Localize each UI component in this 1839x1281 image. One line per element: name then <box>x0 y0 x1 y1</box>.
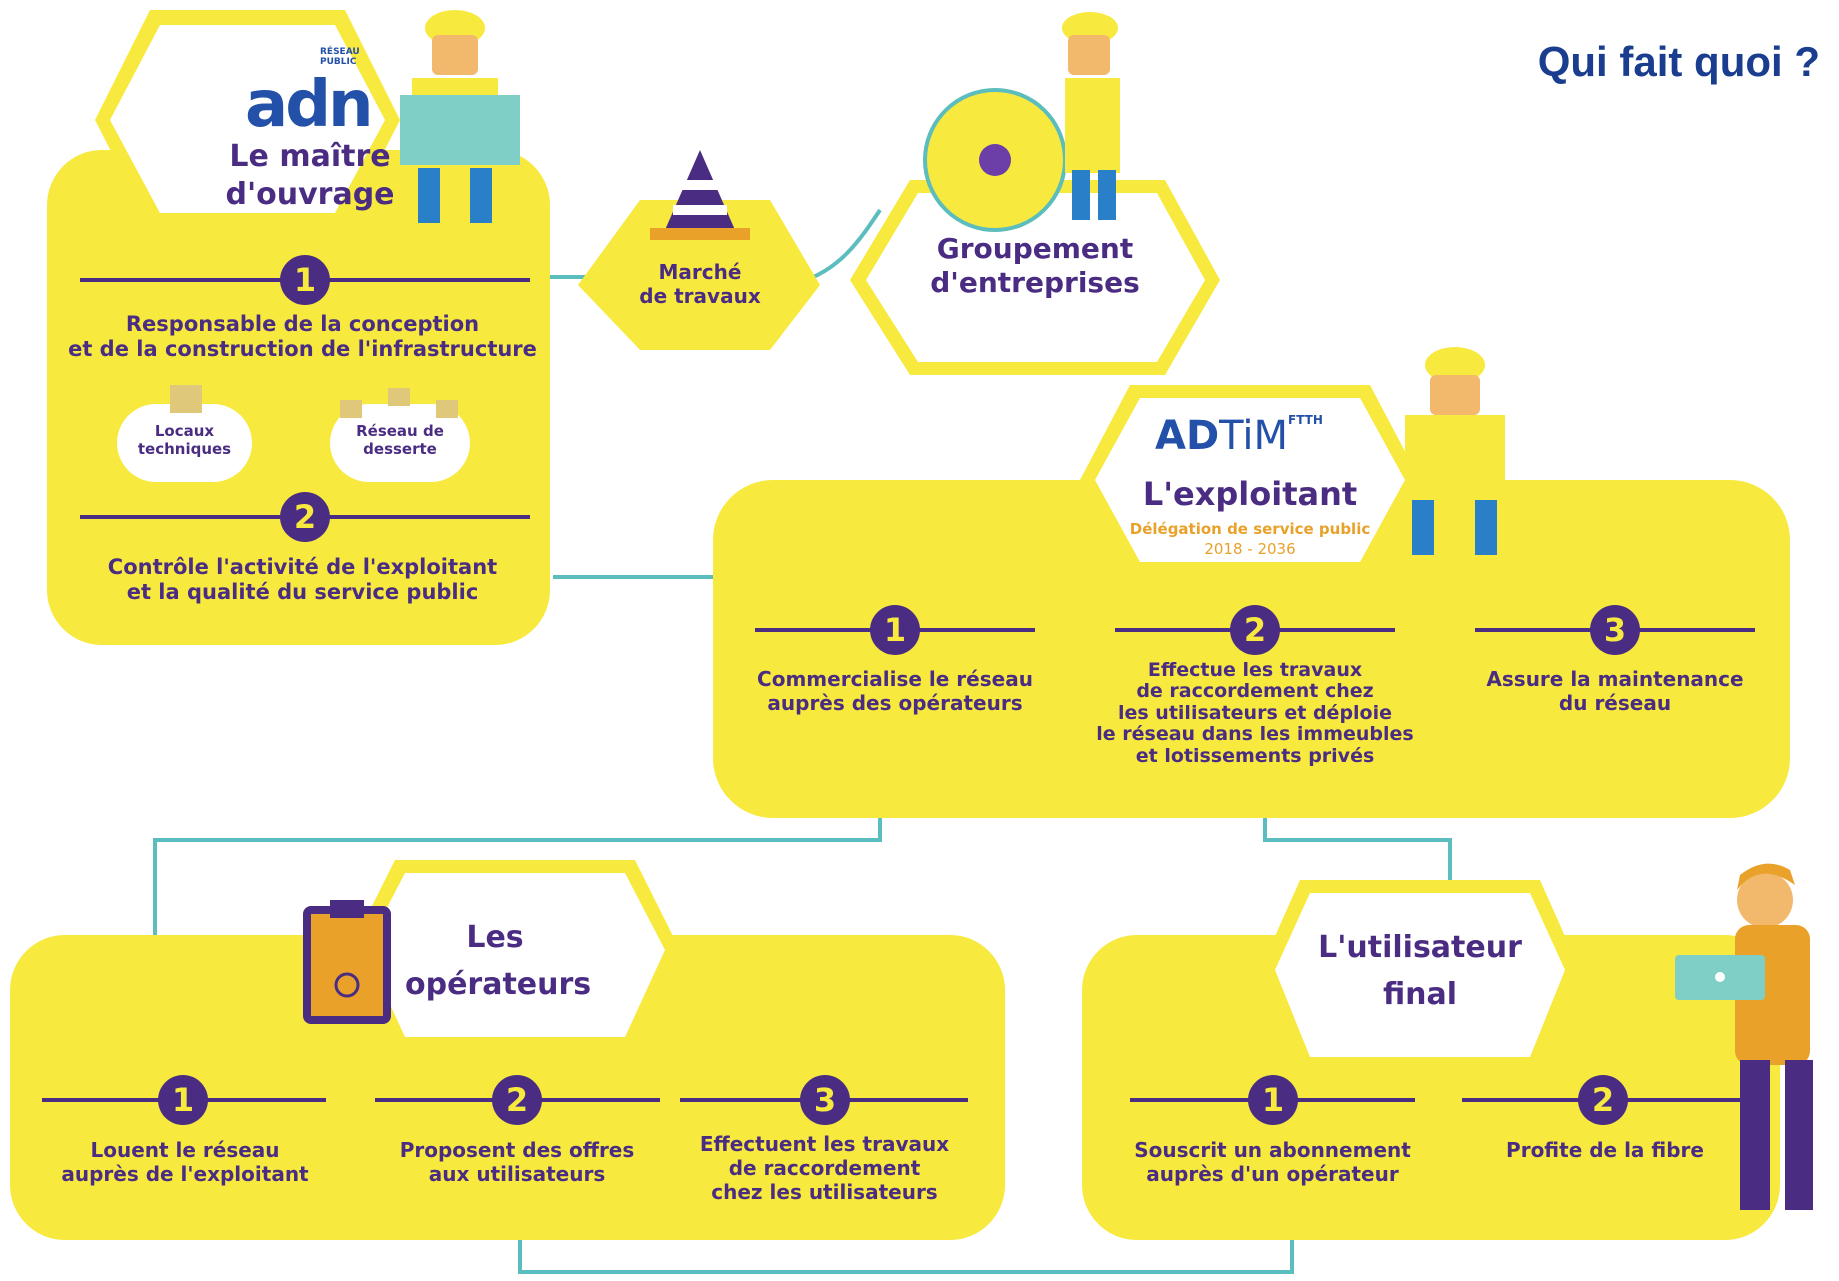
exploitant-heading: L'exploitant <box>1142 475 1358 513</box>
worker-leg <box>470 168 492 223</box>
marche-block <box>578 150 820 350</box>
operateurs-badge-2: 2 <box>492 1075 542 1125</box>
worker-icon <box>400 10 520 223</box>
operateurs-heading: Les opérateurs <box>405 920 592 1002</box>
operateurs-badge-1: 1 <box>158 1075 208 1125</box>
adtim-logo: ADTiMFTTH <box>1155 413 1323 459</box>
cable-reel-hub <box>979 144 1011 176</box>
marche-label: Marché de travaux <box>639 260 761 308</box>
operateurs-item-1: Louent le réseau auprès de l'exploitant <box>61 1138 309 1186</box>
exploitant-item-3: Assure la maintenance du réseau <box>1486 667 1744 715</box>
worker-leg <box>1412 500 1434 555</box>
utilisateur-item-2: Profite de la fibre <box>1506 1138 1704 1162</box>
worker-vest <box>1405 415 1505 505</box>
building-icon <box>340 400 362 418</box>
exploitant-item-2: Effectue les travaux de raccordement che… <box>1096 659 1414 767</box>
exploitant-badge-1: 1 <box>870 605 920 655</box>
adtim-logo-b: TiM <box>1219 413 1288 459</box>
exploitant-badge-2: 2 <box>1230 605 1280 655</box>
page-title: Qui fait quoi ? <box>1537 38 1820 85</box>
utilisateur-item-1: Souscrit un abonnement auprès d'un opéra… <box>1134 1138 1411 1186</box>
cone-stripe <box>673 205 727 215</box>
connector-operateurs-utilisateur <box>518 1240 1294 1274</box>
marche-hex <box>578 200 820 350</box>
adtim-logo-a: AD <box>1155 413 1220 459</box>
worker-head <box>1068 35 1110 75</box>
cone-stripe <box>680 180 720 190</box>
maitre-badge-1: 1 <box>280 255 330 305</box>
adn-logo-small: RÉSEAU PUBLIC <box>320 47 360 67</box>
exploitant-sub: Délégation de service public <box>1129 520 1371 538</box>
utilisateur-block <box>1082 863 1813 1240</box>
map-icon <box>400 95 520 165</box>
adn-logo: adn <box>245 68 374 142</box>
locaux-bubble <box>117 404 252 482</box>
reseau-label: Réseau de desserte <box>356 422 444 458</box>
connector-exploitant-operateurs <box>153 810 882 935</box>
person-hair <box>1737 863 1795 890</box>
connectors <box>153 208 1452 1274</box>
groupement-label: Groupement d'entreprises <box>930 232 1140 299</box>
maitre-panel <box>47 150 550 645</box>
worker-leg <box>1098 170 1116 220</box>
reseau-bubble <box>330 404 470 482</box>
connector-exploitant-utilisateur <box>1263 810 1452 880</box>
laptop-dot <box>1715 972 1725 982</box>
groupement-hex <box>866 193 1205 362</box>
operateurs-hex <box>365 873 665 1037</box>
maitre-item-2: Contrôle l'activité de l'exploitant et l… <box>107 555 498 605</box>
maitre-heading: Le maître d'ouvrage <box>225 139 395 212</box>
utilisateur-badge-2: 2 <box>1578 1075 1628 1125</box>
person-head <box>1737 872 1793 928</box>
utilisateur-panel <box>1082 935 1780 1240</box>
exploitant-years: 2018 - 2036 <box>1204 540 1296 558</box>
building-icon <box>436 400 458 418</box>
worker-head <box>1430 375 1480 415</box>
worker-leg <box>418 168 440 223</box>
maitre-badge-2: 2 <box>280 492 330 542</box>
check-icon <box>334 972 360 998</box>
cone-base <box>650 228 750 240</box>
maitre-hex <box>110 25 385 213</box>
helmet-icon <box>1425 347 1485 383</box>
operateurs-item-3: Effectuent les travaux de raccordement c… <box>699 1132 950 1204</box>
exploitant-item-1: Commercialise le réseau auprès des opéra… <box>757 667 1033 715</box>
utilisateur-badge-1: 1 <box>1248 1075 1298 1125</box>
worker-vest <box>1065 78 1120 173</box>
person-leg <box>1785 1060 1813 1210</box>
operateurs-badge-3: 3 <box>800 1075 850 1125</box>
utilisateur-heading: L'utilisateur final <box>1318 930 1522 1012</box>
exploitant-hex <box>1095 398 1405 562</box>
person-leg <box>1740 1060 1770 1210</box>
exploitant-badge-3: 3 <box>1590 605 1640 655</box>
clipboard-clip <box>330 900 364 918</box>
building-icon <box>388 388 410 406</box>
groupement-block <box>850 12 1220 375</box>
worker-leg <box>1475 500 1497 555</box>
adtim-logo-sup: FTTH <box>1288 413 1323 427</box>
building-icon <box>170 385 202 413</box>
worker-head <box>432 35 478 75</box>
maitre-item-1: Responsable de la conception et de la co… <box>68 312 537 362</box>
locaux-label: Locaux techniques <box>137 422 232 458</box>
operateurs-item-2: Proposent des offres aux utilisateurs <box>399 1138 635 1186</box>
clipboard-icon <box>303 906 391 1024</box>
utilisateur-hex <box>1275 893 1565 1057</box>
worker-leg <box>1072 170 1090 220</box>
